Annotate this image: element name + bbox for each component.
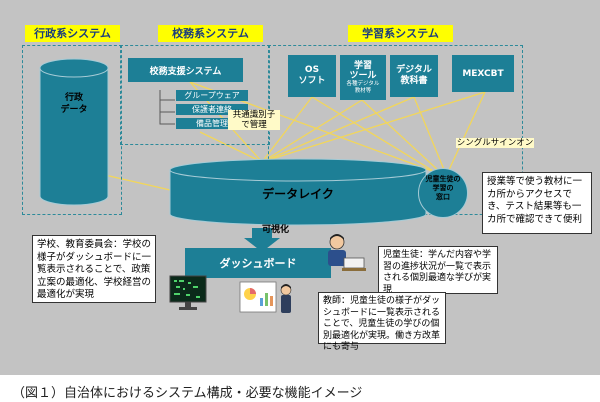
learning-tool-textbook: デジタル 教科書: [390, 55, 438, 97]
school-support-item: 備品管理: [176, 118, 248, 129]
learning-tool-os: OS ソフト: [288, 55, 336, 97]
admin-data-cylinder: [39, 58, 109, 206]
monitor-illustration: [169, 275, 207, 310]
learning-tool-study: 学習 ツール 各種デジタル 教材等: [340, 55, 386, 100]
category-learning: 学習系システム: [348, 25, 453, 42]
category-admin: 行政系システム: [25, 25, 120, 42]
learning-tool-main-label: 学習 ツール: [349, 60, 377, 81]
dashboard-box: ダッシュボード: [185, 248, 331, 278]
single-sign-on-note: シングルサインオン: [456, 138, 534, 148]
data-lake-cylinder: [169, 158, 427, 226]
visualize-arrow: [244, 228, 280, 252]
school-support-item: グループウェア: [176, 90, 248, 101]
category-school-affairs: 校務系システム: [158, 25, 263, 42]
learning-tool-sub-label: 各種デジタル 教材等: [346, 80, 380, 94]
learning-tool-main-label: MEXCBT: [462, 68, 504, 79]
common-id-note: 共通識別子 で管理: [228, 110, 280, 130]
school-board-callout: 学校、教育委員会：学校の様子がダッシュボードに一覧表示されることで、政策立案の最…: [32, 235, 156, 303]
student-window-circle: [418, 168, 468, 218]
lesson-callout: 授業等で使う教材に一カ所からアクセスでき、テスト結果等も一カ所で確認できて便利: [482, 172, 592, 234]
data-lake-label: データレイク: [262, 187, 334, 201]
school-support-item: 保護者連絡: [176, 104, 248, 115]
admin-data-label: 行政 データ: [60, 93, 88, 115]
student-window-label: 児童生徒の 学習の 窓口: [425, 175, 461, 201]
student-callout: 児童生徒：学んだ内容や学習の進捗状況が一覧で表示される個別最適な学びが実現: [378, 246, 498, 295]
diagram-panel: 行政系システム 校務系システム 学習系システム 行政 データ 校務支援システム …: [0, 0, 600, 375]
admin-group-outline: [22, 45, 122, 215]
learning-tool-main-label: OS ソフト: [298, 65, 326, 86]
teacher-callout: 教師：児童生徒の様子がダッシュボードに一覧表示されることで、児童生徒の学びの個別…: [318, 292, 446, 352]
figure-caption: （図１）自治体におけるシステム構成・必要な機能イメージ: [12, 386, 363, 401]
school-group-outline: [120, 45, 270, 145]
teacher-illustration: [239, 281, 292, 313]
learning-tool-mexcbt: MEXCBT: [452, 55, 514, 92]
student-illustration: [328, 234, 366, 271]
visualize-label: 可視化: [262, 225, 290, 235]
learning-tool-main-label: デジタル 教科書: [396, 65, 432, 86]
school-support-title: 校務支援システム: [128, 58, 243, 82]
